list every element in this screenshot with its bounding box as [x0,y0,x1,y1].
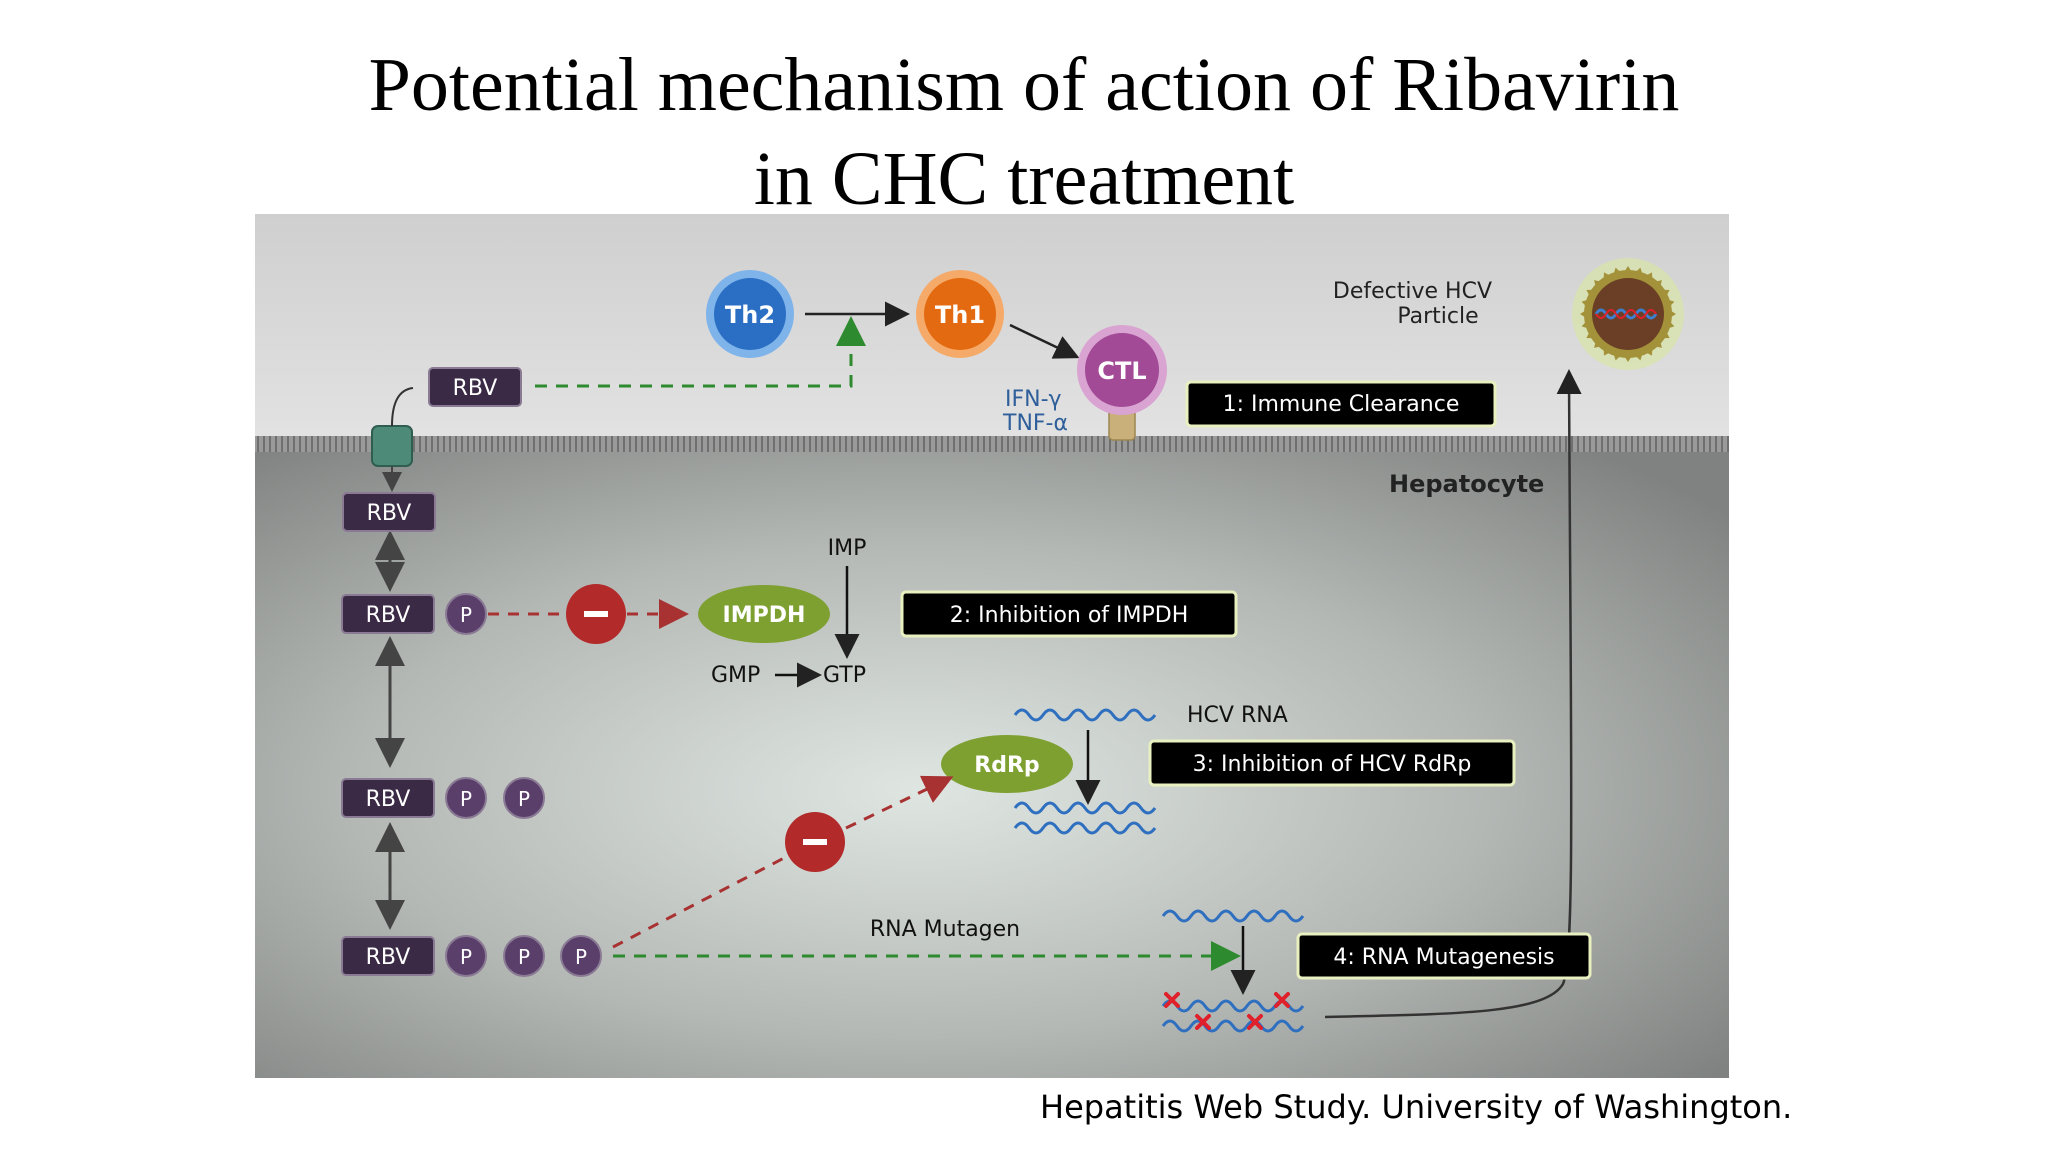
ctl-cell: CTL [1077,325,1167,415]
slide-title-line-2: in CHC treatment [753,137,1295,221]
mechanism-1-label: 1: Immune Clearance [1223,392,1460,417]
citation: Hepatitis Web Study. University of Washi… [1040,1088,1793,1126]
gtp-label: GTP [823,663,866,688]
th1-to-ctl-arrow [1009,323,1080,359]
rbv-extracellular: RBV [428,367,522,407]
mechanism-2-box: 2: Inhibition of IMPDH [900,590,1238,638]
impdh-inhibitor-symbol [566,584,626,644]
replicated-rna-strand-1 [1013,801,1157,815]
th1-cell: Th1 [916,270,1004,358]
slide-title-line-1: Potential mechanism of action of Ribavir… [368,43,1680,127]
tnf-alpha-label: TNF-α [1002,411,1068,436]
ribavirin-mechanism-diagram: Th2 Th1 CTL IFN-γ TNF-α 1: Immune Cleara… [255,214,1729,1078]
mechanism-4-box: 4: RNA Mutagenesis [1296,932,1592,980]
phosphate-label: P [575,945,587,969]
rdrp-inhibitor-symbol [785,812,845,872]
replicated-rna-strand-2 [1013,821,1157,835]
rna-mutagen-label: RNA Mutagen [870,917,1020,942]
ctl-label: CTL [1097,357,1146,385]
rdrp-enzyme: RdRp [941,735,1073,793]
rdrp-label: RdRp [974,753,1039,778]
phosphate-label: P [518,945,530,969]
mechanism-3-box: 3: Inhibition of HCV RdRp [1148,739,1516,787]
defective-hcv-particle [1572,258,1684,370]
rbv-monophosphate: RBV P [341,593,487,635]
th2-label: Th2 [725,301,775,329]
gmp-label: GMP [711,663,760,688]
mechanism-3-label: 3: Inhibition of HCV RdRp [1193,752,1472,777]
rbv-to-th-green-dash [535,316,866,388]
rbv-triphosphate: RBV P P P [341,935,602,977]
imp-label: IMP [828,536,867,561]
phosphate-label: P [460,945,472,969]
rbvppp-to-inhibitor-dash [612,855,787,949]
mechanism-1-box: 1: Immune Clearance [1185,380,1497,428]
mutagen-target-rna-strand [1161,909,1305,923]
slide-title: Potential mechanism of action of Ribavir… [0,38,2048,226]
rbv-diphosphate: RBV P P [341,777,545,819]
rbv-label: RBV [367,501,412,526]
hcv-rna-strand [1013,708,1157,722]
mechanism-2-label: 2: Inhibition of IMPDH [950,603,1189,628]
particle-label-line-1: Defective HCV [1333,279,1492,304]
impdh-enzyme: IMPDH [698,585,830,643]
th1-label: Th1 [935,301,985,329]
rbv-label: RBV [366,603,411,628]
ifn-gamma-label: IFN-γ [1005,387,1062,412]
rbv-label: RBV [453,376,498,401]
phosphate-label: P [460,787,472,811]
th2-cell: Th2 [706,270,794,358]
particle-label-line-2: Particle [1397,304,1478,329]
impdh-label: IMPDH [723,603,806,628]
transporter-channel [371,425,413,467]
mechanism-4-label: 4: RNA Mutagenesis [1333,945,1554,970]
phosphate-label: P [518,787,530,811]
phosphate-label: P [460,603,472,627]
cell-membrane [255,436,1729,452]
mutation-x-marks [1164,992,1290,1030]
rbv-entry-curve [391,387,414,427]
hepatocyte-label: Hepatocyte [1389,470,1544,498]
rbv-intracellular: RBV [342,492,436,532]
mutated-rna-strand-2 [1161,1019,1305,1033]
hcv-rna-label: HCV RNA [1187,703,1288,728]
rbv-label: RBV [366,945,411,970]
rbv-label: RBV [366,787,411,812]
